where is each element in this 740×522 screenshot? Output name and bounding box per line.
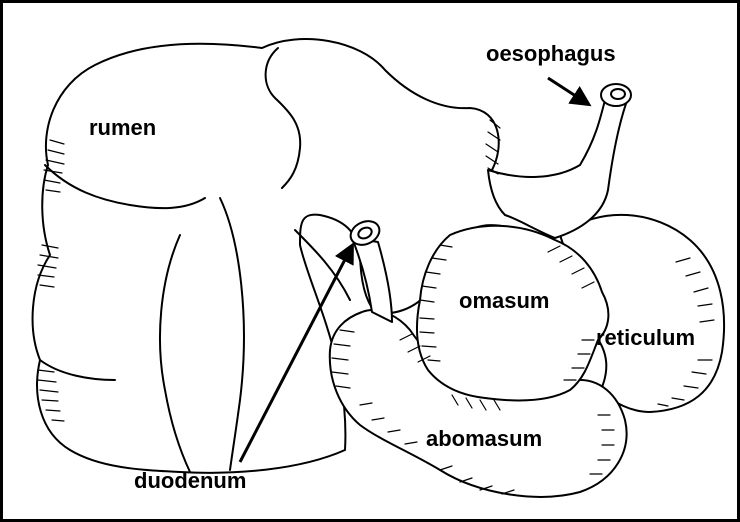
oesophagus-opening-inner bbox=[611, 89, 625, 99]
label-duodenum: duodenum bbox=[134, 470, 246, 492]
label-rumen: rumen bbox=[89, 117, 156, 139]
label-omasum: omasum bbox=[459, 290, 549, 312]
label-abomasum: abomasum bbox=[426, 428, 542, 450]
oesophagus-pointer-arrow bbox=[548, 78, 588, 104]
label-oesophagus: oesophagus bbox=[486, 43, 616, 65]
label-reticulum: reticulum bbox=[596, 327, 695, 349]
